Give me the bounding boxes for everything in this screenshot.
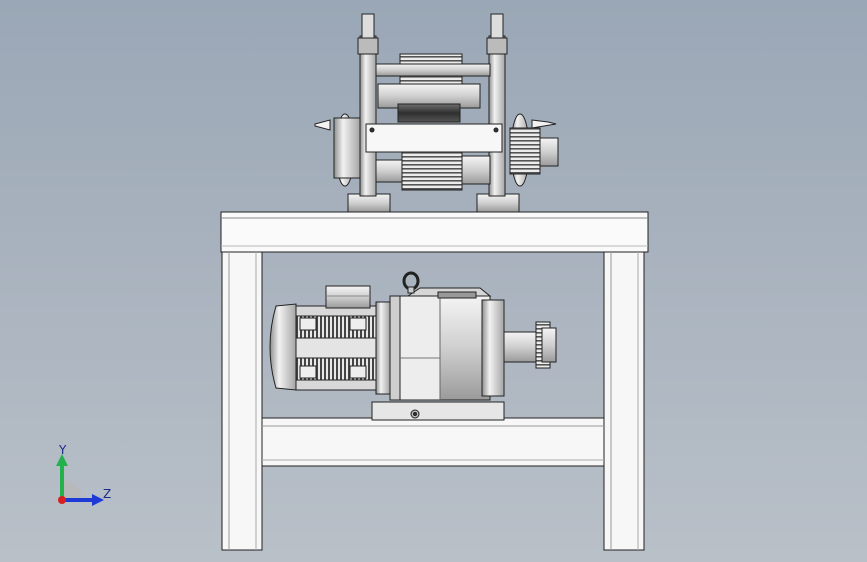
triad-plane-icon (62, 480, 82, 500)
cross-plate (365, 123, 503, 153)
motor-flange (375, 301, 391, 395)
right-upright (488, 35, 506, 197)
x-axis-icon (58, 496, 66, 504)
lifting-eye (402, 271, 420, 294)
z-axis-label: Z (103, 487, 111, 501)
roller-assembly[interactable] (314, 13, 559, 197)
motor-base (371, 401, 505, 421)
table-top (220, 211, 649, 253)
y-axis-label: Y (58, 443, 67, 457)
gear-motor[interactable] (269, 271, 557, 421)
lower-roller (401, 151, 463, 191)
drive-sprocket[interactable] (535, 321, 557, 369)
coordinate-triad: Y Z (56, 443, 111, 506)
terminal-box (325, 285, 371, 309)
lower-shelf (261, 417, 605, 467)
left-upright (359, 35, 377, 197)
output-shaft (503, 331, 537, 363)
assembly-feet (347, 193, 520, 213)
